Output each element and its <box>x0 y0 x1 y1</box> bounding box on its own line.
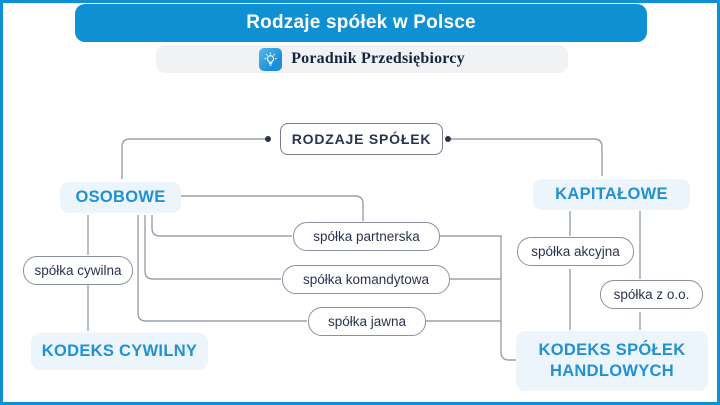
node-spolka-jawna: spółka jawna <box>308 307 426 336</box>
node-kapitalowe: KAPITAŁOWE <box>533 179 690 210</box>
node-rodzaje-spolek-label: RODZAJE SPÓŁEK <box>291 131 432 147</box>
connector-dot-left <box>265 136 271 142</box>
node-spolka-cywilna: spółka cywilna <box>23 256 133 285</box>
node-spolka-z-oo: spółka z o.o. <box>600 280 703 309</box>
connector-lines <box>87 136 641 361</box>
node-kodeks-spolek-handlowych: KODEKS SPÓŁEK HANDLOWYCH <box>516 331 708 391</box>
node-spolka-komandytowa: spółka komandytowa <box>282 265 450 294</box>
node-spolka-partnerska: spółka partnerska <box>293 222 440 251</box>
node-kodeks-spolek-handlowych-label: KODEKS SPÓŁEK HANDLOWYCH <box>538 341 686 380</box>
node-kodeks-cywilny: KODEKS CYWILNY <box>31 333 208 370</box>
lightbulb-icon <box>259 47 283 71</box>
node-spolka-jawna-label: spółka jawna <box>327 314 407 329</box>
node-osobowe-label: OSOBOWE <box>75 188 166 206</box>
brand-bar: Poradnik Przedsiębiorcy <box>156 45 568 73</box>
page-title: Rodzaje spółek w Polsce <box>246 12 476 33</box>
node-osobowe: OSOBOWE <box>60 182 181 213</box>
node-spolka-akcyjna: spółka akcyjna <box>517 237 634 266</box>
node-kapitalowe-label: KAPITAŁOWE <box>555 185 668 203</box>
node-rodzaje-spolek: RODZAJE SPÓŁEK <box>280 123 443 155</box>
node-kodeks-cywilny-label: KODEKS CYWILNY <box>41 342 198 361</box>
connector-dot-right <box>445 136 451 142</box>
brand-name: Poradnik Przedsiębiorcy <box>291 50 465 67</box>
node-spolka-cywilna-label: spółka cywilna <box>34 263 122 278</box>
title-banner: Rodzaje spółek w Polsce <box>75 4 647 42</box>
node-spolka-akcyjna-label: spółka akcyjna <box>531 244 620 259</box>
node-spolka-komandytowa-label: spółka komandytowa <box>302 272 430 287</box>
node-spolka-z-oo-label: spółka z o.o. <box>613 287 690 302</box>
node-spolka-partnerska-label: spółka partnerska <box>313 229 420 244</box>
